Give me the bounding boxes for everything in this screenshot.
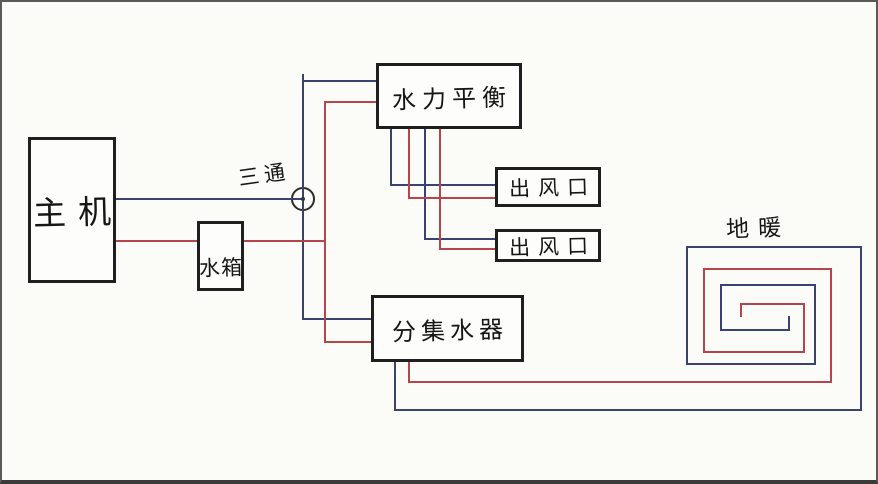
hot-pipe-balance-to-outlet2 [439, 129, 495, 250]
node-hydraulic-balance: 水力平衡 [376, 63, 522, 129]
node-manifold-label: 分集水器 [391, 315, 509, 347]
node-main-unit: 主机 [28, 137, 124, 283]
node-main-unit-label: 主机 [32, 191, 124, 234]
node-air-outlet-1: 出风口 [495, 167, 601, 207]
cold-pipe-balance-to-outlet2 [424, 129, 495, 240]
node-water-tank-label: 水箱 [198, 255, 243, 281]
cold-pipe-balance-to-outlet1 [390, 129, 495, 186]
node-water-tank: 水箱 [197, 221, 244, 291]
node-hydraulic-balance-label: 水力平衡 [391, 82, 513, 114]
node-manifold: 分集水器 [371, 295, 524, 362]
hot-pipe-floor-coil-supply [408, 268, 832, 383]
tee-valve-center-dot [301, 197, 305, 201]
hot-pipe-balance-to-outlet1 [408, 129, 495, 199]
hot-pipes [116, 101, 832, 383]
node-air-outlet-2-label: 出风口 [508, 233, 596, 260]
node-air-outlet-2: 出风口 [495, 229, 601, 262]
node-air-outlet-1-label: 出风口 [508, 174, 596, 202]
cold-pipe-floor-coil-return [394, 246, 862, 411]
floor-heating-annotation: 地暖 [725, 214, 791, 244]
hot-pipe-tank-riser [244, 101, 376, 343]
